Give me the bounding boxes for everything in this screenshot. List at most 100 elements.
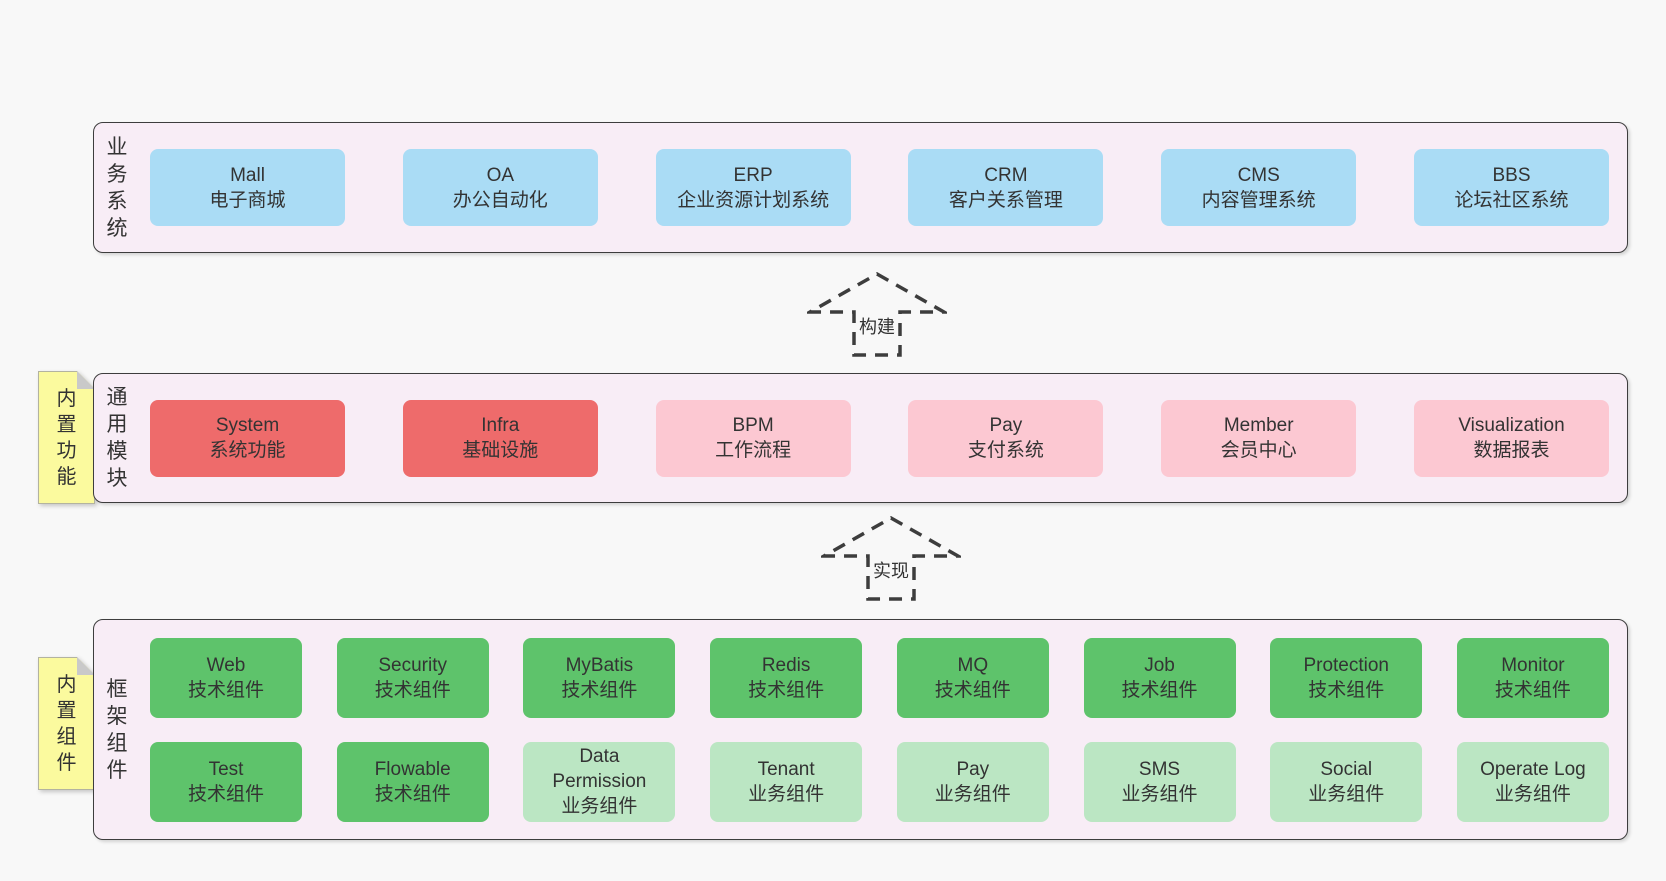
box-subtitle: 技术组件 — [187, 783, 264, 805]
section-framework-components: 框架组件 Web 技术组件 Security 技术组件 MyBatis 技术组件… — [93, 619, 1628, 840]
dashed-up-arrow-icon — [821, 515, 961, 601]
box-title: Member — [1223, 415, 1294, 436]
box-title: Tenant — [757, 758, 815, 780]
sticky-note-shape: 内置功能 — [38, 371, 95, 504]
box-tenant: Tenant 业务组件 — [710, 741, 863, 822]
box-subtitle: 工作流程 — [715, 440, 792, 461]
box-title: Pay — [956, 758, 990, 780]
box-subtitle: 数据报表 — [1473, 440, 1550, 461]
box-title: OA — [486, 164, 515, 186]
section-label-common-modules: 通用模块 — [106, 386, 128, 490]
section-label-framework-components: 框架组件 — [106, 677, 128, 782]
box-security: Security 技术组件 — [336, 637, 489, 718]
box-subtitle: 技术组件 — [934, 679, 1011, 701]
box-title: Pay — [989, 415, 1023, 436]
box-data-permission: Data Permission 业务组件 — [523, 741, 676, 822]
sticky-note-built-in-components: 内置组件 — [38, 657, 95, 790]
box-subtitle: 技术组件 — [561, 679, 638, 701]
box-pay-business: Pay 业务组件 — [896, 741, 1049, 822]
implement-arrow: 实现 — [821, 515, 961, 602]
box-title: Visualization — [1458, 415, 1565, 436]
box-subtitle: 技术组件 — [187, 679, 264, 701]
box-title: BBS — [1492, 164, 1531, 186]
arrow-label: 构建 — [859, 317, 895, 337]
box-title: ERP — [733, 164, 773, 186]
box-mybatis: MyBatis 技术组件 — [523, 637, 676, 718]
box-operate-log: Operate Log 业务组件 — [1456, 741, 1609, 822]
section-common-modules: 通用模块 System 系统功能 Infra 基础设施 BPM 工作流程 Pay… — [93, 373, 1628, 503]
box-system: System 系统功能 — [150, 399, 345, 477]
box-subtitle: 技术组件 — [748, 679, 825, 701]
sticky-note-shape: 内置组件 — [38, 657, 95, 790]
box-infra: Infra 基础设施 — [402, 399, 598, 477]
box-subtitle: 业务组件 — [934, 783, 1011, 805]
section-content: System 系统功能 Infra 基础设施 BPM 工作流程 Pay 支付系统… — [130, 399, 1627, 477]
box-subtitle: 论坛社区系统 — [1454, 189, 1569, 211]
box-cms: CMS 内容管理系统 — [1161, 149, 1357, 226]
dashed-up-arrow-icon — [807, 271, 947, 357]
section-business-systems: 业务系统 Mall 电子商城 OA 办公自动化 ERP 企业资源计划系统 CRM… — [93, 122, 1628, 253]
box-mq: MQ 技术组件 — [896, 637, 1049, 718]
box-title: BPM — [732, 415, 774, 436]
box-social: Social 业务组件 — [1270, 741, 1423, 822]
box-subtitle: 电子商城 — [209, 189, 286, 211]
box-subtitle: 业务组件 — [1121, 783, 1198, 805]
box-title: Protection — [1303, 654, 1389, 676]
box-subtitle: 支付系统 — [967, 440, 1044, 461]
box-mall: Mall 电子商城 — [150, 149, 345, 226]
box-title: CMS — [1237, 164, 1280, 186]
sticky-note-label: 内置组件 — [56, 673, 77, 774]
box-subtitle: 办公自动化 — [452, 189, 548, 211]
components-row-1: Web 技术组件 Security 技术组件 MyBatis 技术组件 Redi… — [150, 637, 1609, 718]
box-title: Infra — [481, 415, 520, 436]
box-subtitle: 会员中心 — [1220, 440, 1297, 461]
box-title: System — [215, 415, 280, 436]
box-subtitle: 系统功能 — [209, 440, 286, 461]
box-crm: CRM 客户关系管理 — [908, 149, 1104, 226]
box-title: Mall — [230, 164, 265, 186]
box-subtitle: 业务组件 — [1308, 783, 1385, 805]
box-subtitle: 技术组件 — [1308, 679, 1385, 701]
box-flowable: Flowable 技术组件 — [336, 741, 489, 822]
box-title: Social — [1320, 758, 1373, 780]
box-subtitle: 技术组件 — [1494, 679, 1571, 701]
box-visualization: Visualization 数据报表 — [1413, 399, 1609, 477]
box-title: Web — [206, 654, 246, 676]
box-subtitle: 企业资源计划系统 — [677, 189, 830, 211]
box-title: CRM — [984, 164, 1028, 186]
box-oa: OA 办公自动化 — [402, 149, 598, 226]
box-subtitle: 技术组件 — [374, 783, 451, 805]
box-title: SMS — [1138, 758, 1181, 780]
box-title: Job — [1144, 654, 1175, 676]
build-arrow: 构建 — [807, 271, 947, 358]
box-protection: Protection 技术组件 — [1270, 637, 1423, 718]
box-erp: ERP 企业资源计划系统 — [655, 149, 851, 226]
box-title: MQ — [957, 654, 989, 676]
box-title: Security — [378, 654, 448, 676]
box-subtitle: 技术组件 — [374, 679, 451, 701]
box-bpm: BPM 工作流程 — [655, 399, 851, 477]
box-title: MyBatis — [565, 654, 634, 676]
box-subtitle: 业务组件 — [748, 783, 825, 805]
box-title: Flowable — [374, 758, 451, 780]
box-redis: Redis 技术组件 — [710, 637, 863, 718]
box-pay: Pay 支付系统 — [908, 399, 1104, 477]
box-subtitle: 业务组件 — [1494, 783, 1571, 805]
box-title: Monitor — [1501, 654, 1565, 676]
box-subtitle: 基础设施 — [462, 440, 539, 461]
section-content: Web 技术组件 Security 技术组件 MyBatis 技术组件 Redi… — [130, 637, 1627, 822]
box-title: Data Permission — [552, 746, 647, 792]
section-content: Mall 电子商城 OA 办公自动化 ERP 企业资源计划系统 CRM 客户关系… — [130, 149, 1627, 226]
box-job: Job 技术组件 — [1083, 637, 1236, 718]
box-title: Operate Log — [1480, 758, 1586, 780]
section-label-business-systems: 业务系统 — [106, 135, 128, 240]
box-subtitle: 技术组件 — [1121, 679, 1198, 701]
box-title: Redis — [761, 654, 811, 676]
box-sms: SMS 业务组件 — [1083, 741, 1236, 822]
box-test: Test 技术组件 — [150, 741, 302, 822]
box-web: Web 技术组件 — [150, 637, 302, 718]
box-title: Test — [208, 758, 244, 780]
box-subtitle: 业务组件 — [561, 796, 638, 817]
box-monitor: Monitor 技术组件 — [1456, 637, 1609, 718]
